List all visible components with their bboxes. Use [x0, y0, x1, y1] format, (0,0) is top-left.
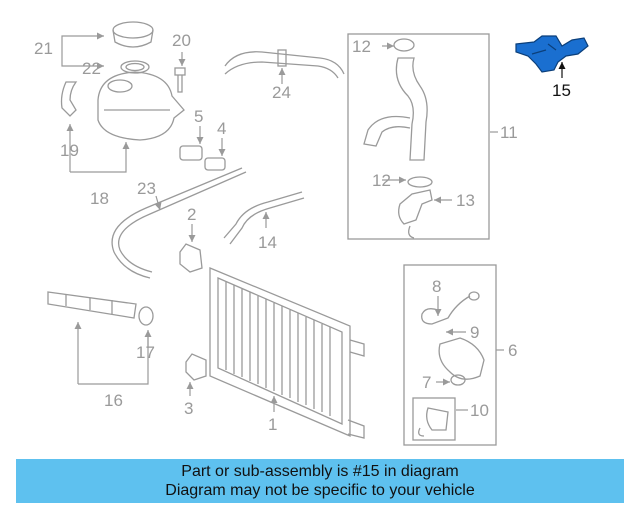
group-box-6: [403, 264, 497, 446]
callout-4: 4: [217, 119, 226, 138]
highlighted-part-15[interactable]: [515, 35, 589, 73]
upper-hose[interactable]: [224, 49, 345, 79]
flange-assembly[interactable]: [398, 176, 433, 239]
callout-14: 14: [258, 233, 277, 252]
bypass-hose[interactable]: [111, 167, 247, 279]
callout-6: 6: [508, 341, 517, 360]
callout-7: 7: [422, 373, 431, 392]
reservoir-cap[interactable]: [112, 21, 154, 48]
cap-seal[interactable]: [120, 60, 150, 74]
callout-21: 21: [34, 39, 53, 58]
callout-15: 15: [552, 81, 571, 100]
group-box-10: [412, 397, 456, 441]
callout-12-upper: 12: [352, 37, 371, 56]
callout-9: 9: [470, 323, 479, 342]
callout-12-lower: 12: [372, 171, 391, 190]
callout-8: 8: [432, 277, 441, 296]
callout-1: 1: [268, 415, 277, 434]
bolt[interactable]: [174, 67, 186, 93]
expansion-tank[interactable]: [97, 71, 185, 141]
callout-10: 10: [470, 401, 489, 420]
temp-sensor[interactable]: [179, 145, 226, 171]
radiator[interactable]: [209, 267, 365, 439]
callout-20: 20: [172, 31, 191, 50]
callout-24: 24: [272, 83, 291, 102]
lower-bracket[interactable]: [185, 353, 207, 381]
callout-19: 19: [60, 141, 79, 160]
o-ring[interactable]: [138, 306, 154, 326]
banner-line-1: Part or sub-assembly is #15 in diagram: [181, 463, 459, 480]
info-banner: Part or sub-assembly is #15 in diagram D…: [16, 459, 624, 503]
tank-hose[interactable]: [60, 81, 78, 117]
callout-22: 22: [82, 59, 101, 78]
mount-bracket[interactable]: [179, 243, 203, 273]
banner-line-2: Diagram may not be specific to your vehi…: [165, 482, 475, 499]
callout-2: 2: [187, 205, 196, 224]
group-box-11: [347, 33, 490, 240]
lower-hose[interactable]: [223, 191, 305, 245]
callout-3: 3: [184, 399, 193, 418]
thermostat-assembly[interactable]: [418, 291, 485, 437]
callout-18: 18: [90, 189, 109, 208]
callout-13: 13: [456, 191, 475, 210]
coolant-pipe[interactable]: [47, 291, 137, 319]
upper-pipe-assembly[interactable]: [363, 38, 428, 161]
callout-17: 17: [136, 343, 155, 362]
callout-5: 5: [194, 107, 203, 126]
callout-16: 16: [104, 391, 123, 410]
callout-23: 23: [137, 179, 156, 198]
callout-11: 11: [500, 123, 518, 142]
